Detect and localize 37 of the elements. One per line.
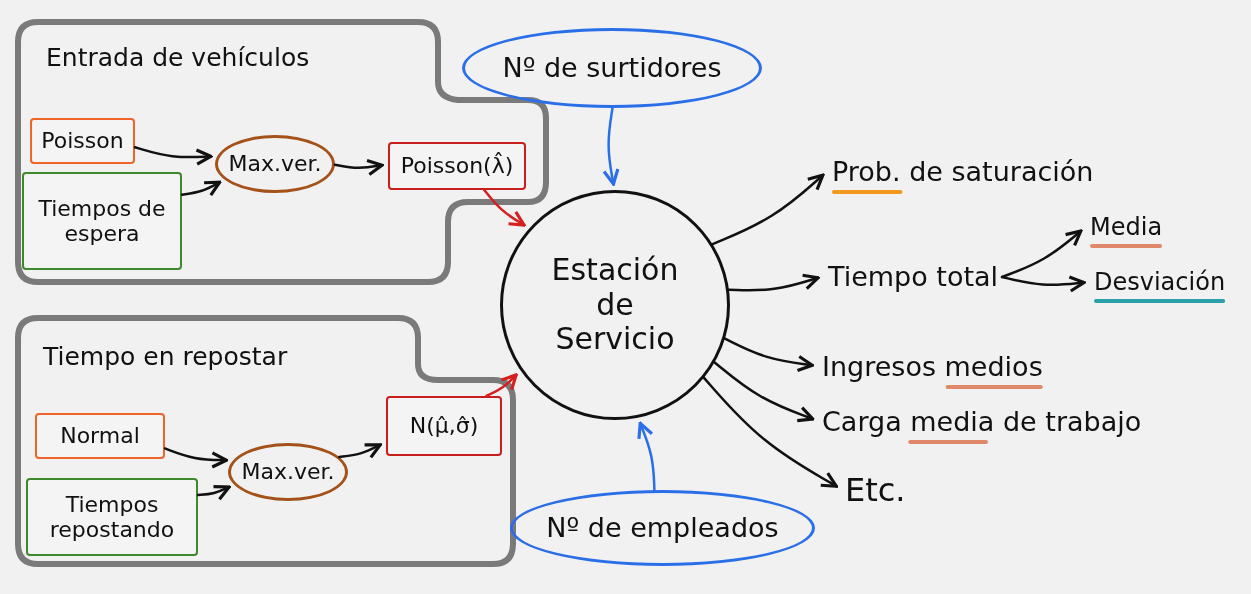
station-circle: Estación de Servicio [500,190,730,420]
output-label: Prob. de saturación [832,150,1094,194]
ellipse-node: Nº de empleados [510,490,815,566]
arrow [711,173,825,246]
group-title: Tiempo en repostar [43,343,288,372]
arrow [133,146,213,166]
arrow [163,447,228,469]
arrow [602,106,620,186]
method-box: Poisson [30,118,135,164]
output-label: Ingresos medios [822,345,1043,389]
arrow [1000,275,1086,293]
arrow [196,485,231,501]
arrow [723,337,814,372]
group-title: Entrada de vehículos [46,44,310,73]
method-box: Poisson(λ̂) [388,142,526,190]
arrow [483,188,526,227]
arrow [727,273,820,292]
arrow [713,361,815,423]
ellipse-node: Max.ver. [215,135,335,193]
arrow [637,421,656,492]
output-label: Media [1090,208,1163,248]
arrow [337,443,382,459]
method-box: N(μ̂,σ̂) [386,396,502,456]
method-box: Tiempos de espera [22,172,182,270]
ellipse-node: Nº de surtidores [462,28,762,108]
output-label: Carga media de trabajo [822,400,1142,444]
output-label: Tiempo total [828,255,999,299]
arrow [1000,229,1083,279]
arrow [333,159,384,176]
output-label: Desviación [1094,263,1226,303]
method-box: Tiempos repostando [26,478,198,556]
arrow [485,373,518,398]
output-label: Etc. [845,468,906,512]
ellipse-node: Max.ver. [228,443,348,501]
method-box: Normal [35,413,165,459]
arrow [180,180,222,197]
arrow [702,376,838,488]
